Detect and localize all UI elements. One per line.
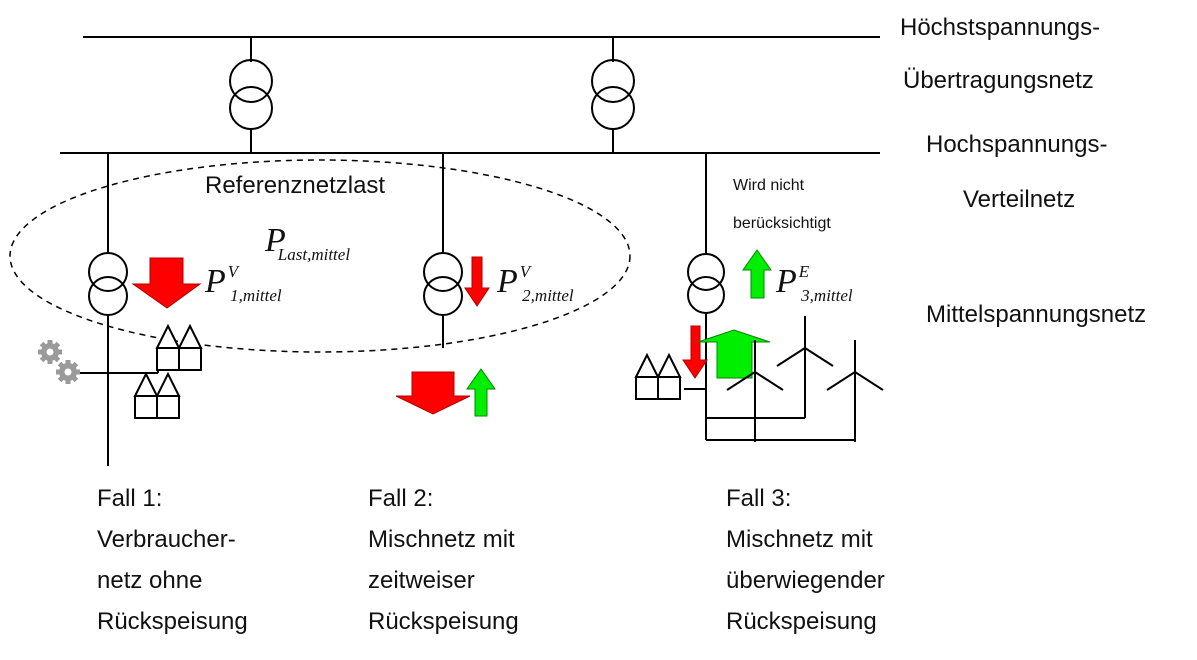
- feedin-arrow-2: [466, 368, 496, 417]
- transformer-icon: [229, 37, 273, 153]
- house-icon: [635, 354, 681, 400]
- wind-turbine-icon: [826, 339, 884, 443]
- wind-turbine-icon: [776, 315, 834, 419]
- consumption-arrow-2b: [395, 371, 471, 415]
- transformer-icon: [88, 153, 128, 466]
- gear-icon: [38, 340, 80, 384]
- feedin-arrow-3: [742, 249, 772, 299]
- consumption-arrow-3: [682, 325, 708, 379]
- feedin-arrow-3b: [697, 329, 771, 379]
- case-2-caption: Fall 2: Mischnetz mit zeitweiser Rückspe…: [368, 485, 519, 635]
- consumption-arrow-2: [464, 256, 490, 307]
- transformer-icon: [687, 153, 725, 440]
- transformer-icon: [591, 37, 635, 153]
- reference-load-label: Referenznetzlast: [205, 172, 386, 199]
- level-hv-label-1: Hochspannungs-: [926, 131, 1108, 158]
- house-icon: [156, 325, 202, 371]
- house-icon: [134, 373, 180, 419]
- level-ehv-label-1: Höchstspannungs-: [900, 14, 1101, 41]
- note-line-2: berücksichtigt: [733, 215, 831, 232]
- case-3-caption: Fall 3: Mischnetz mit überwiegender Rück…: [726, 485, 885, 635]
- consumption-arrow-1: [131, 257, 202, 309]
- transformer-icon: [423, 153, 463, 348]
- level-hv-label-2: Verteilnetz: [963, 186, 1076, 213]
- case-1-caption: Fall 1: Verbraucher- netz ohne Rückspeis…: [97, 485, 248, 635]
- note-line-1: Wird nicht: [733, 177, 805, 194]
- reference-load-region: [9, 159, 631, 353]
- level-mv-label: Mittelspannungsnetz: [926, 301, 1147, 328]
- level-ehv-label-2: Übertragungsnetz: [903, 67, 1094, 94]
- formula-p-last: PLast,mittel: [265, 222, 351, 264]
